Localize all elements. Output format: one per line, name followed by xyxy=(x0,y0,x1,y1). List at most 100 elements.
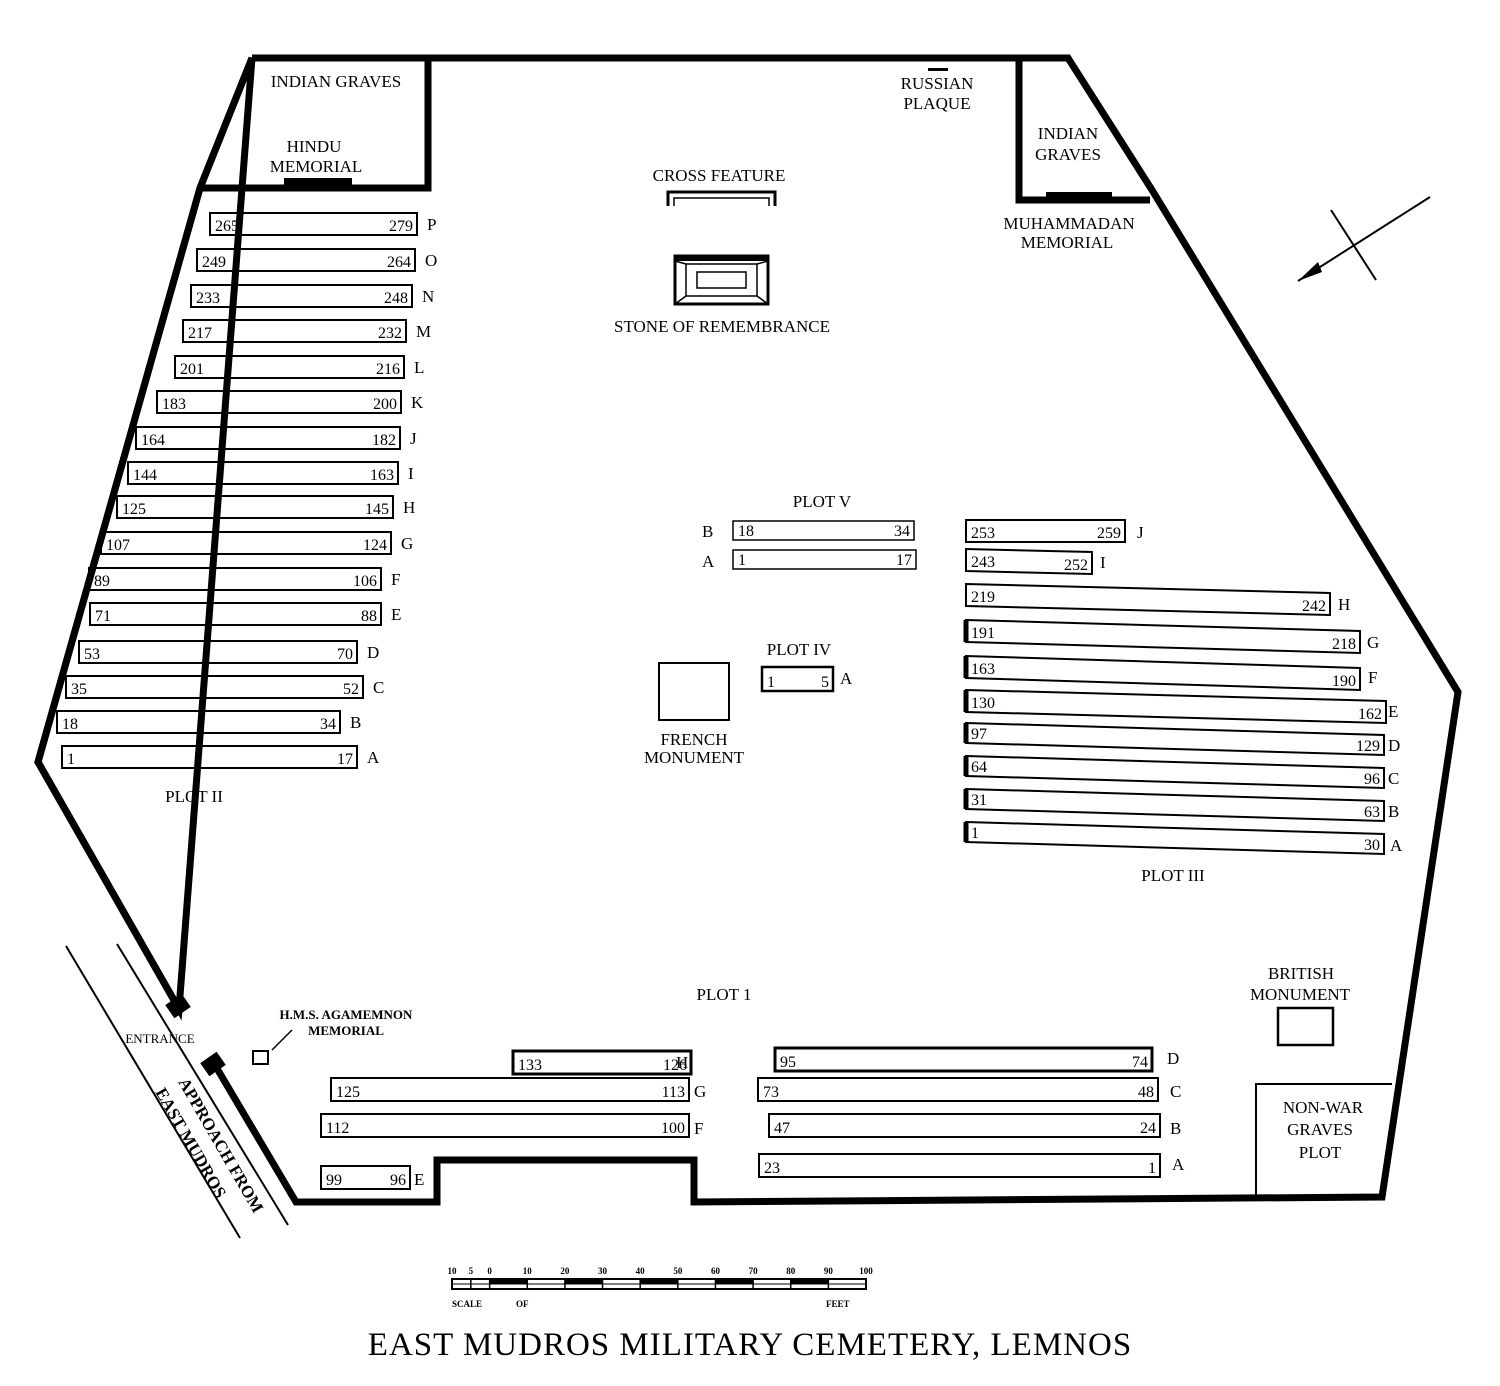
plot-ii-label: PLOT II xyxy=(165,787,223,806)
grave-row-outline xyxy=(320,1113,690,1138)
hms-agamemnon-leader xyxy=(271,1029,293,1051)
grave-last-number: 252 xyxy=(1064,557,1088,574)
hindu-memorial-mark xyxy=(284,178,352,188)
grave-row-letter: N xyxy=(422,287,434,306)
grave-first-number: 133 xyxy=(518,1057,542,1074)
grave-row-letter: B xyxy=(702,522,713,541)
grave-first-number: 1 xyxy=(67,751,75,768)
grave-last-number: 129 xyxy=(1356,738,1380,755)
grave-first-number: 1 xyxy=(738,552,746,569)
north-arrow-icon xyxy=(1297,196,1431,282)
grave-row-letter: C xyxy=(1388,769,1399,788)
plot-i-label: PLOT 1 xyxy=(697,985,752,1004)
grave-first-number: 71 xyxy=(95,608,111,625)
grave-row-plot-ii-b: 18 34 B xyxy=(56,710,361,734)
grave-row-outline xyxy=(732,520,915,541)
grave-first-number: 243 xyxy=(971,554,995,571)
grave-first-number: 219 xyxy=(971,589,995,606)
grave-last-number: 279 xyxy=(389,218,413,235)
grave-row-outline xyxy=(174,355,405,379)
grave-row-letter: P xyxy=(427,215,436,234)
grave-row-outline xyxy=(156,390,402,414)
grave-first-number: 164 xyxy=(141,432,165,449)
grave-row-outline xyxy=(773,1046,1154,1073)
grave-last-number: 126 xyxy=(663,1057,687,1074)
grave-row-letter: A xyxy=(367,748,380,767)
grave-last-number: 48 xyxy=(1138,1084,1154,1101)
grave-row-outline xyxy=(511,1049,693,1076)
grave-last-number: 52 xyxy=(343,681,359,698)
scale-bar-segment xyxy=(489,1279,528,1284)
grave-first-number: 183 xyxy=(162,396,186,413)
grave-row-letter: O xyxy=(425,251,437,270)
grave-row-outline xyxy=(965,787,1385,823)
grave-last-number: 34 xyxy=(894,523,910,540)
scale-label-left: SCALE xyxy=(452,1299,482,1309)
grave-row-letter: C xyxy=(1170,1082,1181,1101)
grave-last-number: 162 xyxy=(1358,706,1382,723)
scale-bar-segment xyxy=(564,1279,603,1284)
grave-last-number: 96 xyxy=(1364,771,1380,788)
grave-last-number: 34 xyxy=(320,716,336,733)
british-monument-label-2: MONUMENT xyxy=(1250,985,1351,1004)
grave-row-letter: B xyxy=(350,713,361,732)
grave-last-number: 200 xyxy=(373,396,397,413)
grave-row-letter: I xyxy=(408,464,414,483)
grave-row-letter: E xyxy=(1388,702,1398,721)
grave-last-number: 70 xyxy=(337,646,353,663)
grave-first-number: 144 xyxy=(133,467,157,484)
grave-first-number: 107 xyxy=(106,537,130,554)
grave-first-number: 18 xyxy=(62,716,78,733)
grave-row-letter: C xyxy=(373,678,384,697)
grave-row-letter: B xyxy=(1388,802,1399,821)
grave-row-outline xyxy=(757,1077,1159,1102)
non-war-graves-label-2: GRAVES xyxy=(1287,1120,1353,1139)
boundary-wall-left xyxy=(34,56,256,1011)
entrance-gate-post-upper xyxy=(165,993,191,1019)
grave-row-outline xyxy=(190,284,413,308)
grave-row-letter: D xyxy=(367,643,379,662)
non-war-graves-label-1: NON-WAR xyxy=(1283,1098,1364,1117)
grave-first-number: 97 xyxy=(971,726,987,743)
russian-plaque-mark xyxy=(928,68,948,71)
scale-tick-label: 10 xyxy=(448,1266,458,1276)
scale-label-of: OF xyxy=(516,1299,529,1309)
grave-last-number: 1 xyxy=(1148,1160,1156,1177)
hms-agamemnon-memorial-shape xyxy=(252,1050,269,1065)
grave-first-number: 89 xyxy=(94,573,110,590)
indian-graves-left-enclosure xyxy=(200,58,432,192)
grave-first-number: 130 xyxy=(971,695,995,712)
plot-v-label: PLOT V xyxy=(793,492,852,511)
grave-row-outline xyxy=(61,745,358,769)
grave-first-number: 191 xyxy=(971,625,995,642)
grave-last-number: 190 xyxy=(1332,673,1356,690)
scale-tick-label: 30 xyxy=(598,1266,608,1276)
hms-agamemnon-label-1: H.M.S. AGAMEMNON xyxy=(280,1007,413,1022)
scale-bar-segment xyxy=(715,1279,754,1284)
grave-last-number: 100 xyxy=(661,1120,685,1137)
map-title: EAST MUDROS MILITARY CEMETERY, LEMNOS xyxy=(368,1327,1132,1363)
grave-row-outline xyxy=(965,519,1126,543)
grave-row-outline xyxy=(320,1165,411,1190)
grave-row-outline xyxy=(209,212,418,236)
grave-row-letter: A xyxy=(1390,836,1403,855)
grave-row-outline xyxy=(965,820,1385,856)
